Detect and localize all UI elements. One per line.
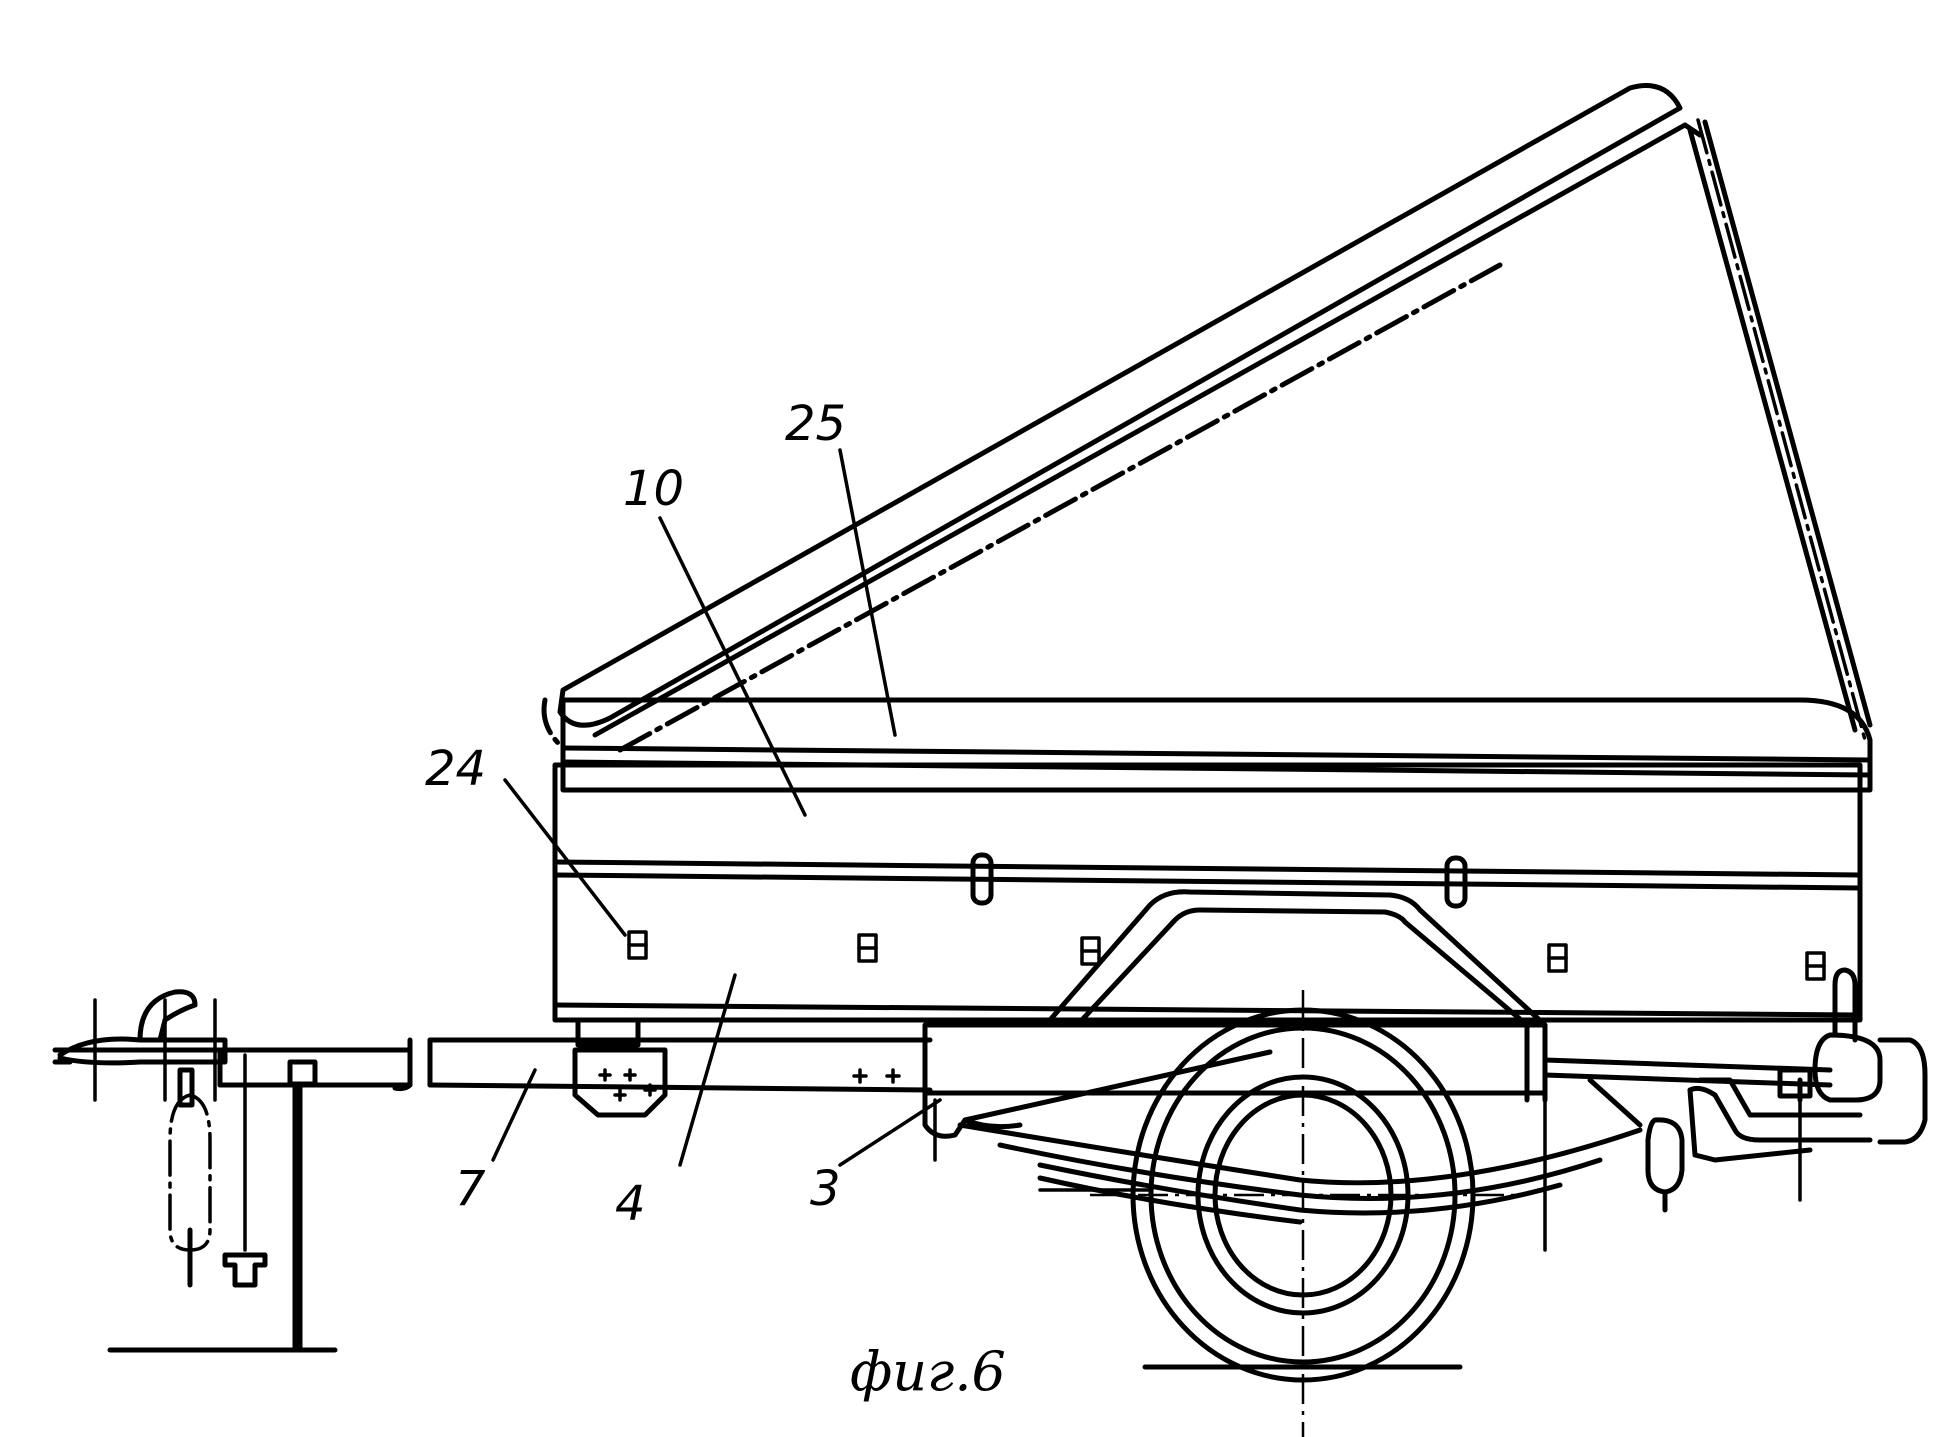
drawbar-bracket	[572, 1017, 901, 1118]
leaf-spring	[933, 1077, 1685, 1252]
label-4: 4	[615, 1176, 646, 1232]
latches	[627, 930, 1826, 981]
body-side	[552, 762, 1863, 1023]
figure-caption: фиг.6	[850, 1340, 1006, 1403]
label-25: 25	[785, 396, 846, 452]
coupling-hitch	[57, 989, 338, 1353]
wheel-arch	[1047, 889, 1548, 1103]
wheel	[1090, 990, 1520, 1437]
label-24: 24	[425, 741, 486, 797]
rear-lamp	[1687, 967, 1928, 1202]
label-7: 7	[455, 1161, 486, 1217]
label-3: 3	[810, 1161, 841, 1217]
raised-lid	[541, 83, 1703, 753]
label-10: 10	[623, 461, 684, 517]
tent-top	[560, 697, 1873, 793]
lid-support-strut	[1687, 118, 1873, 742]
leader-lines	[491, 448, 942, 1167]
drawbar	[52, 1037, 933, 1093]
